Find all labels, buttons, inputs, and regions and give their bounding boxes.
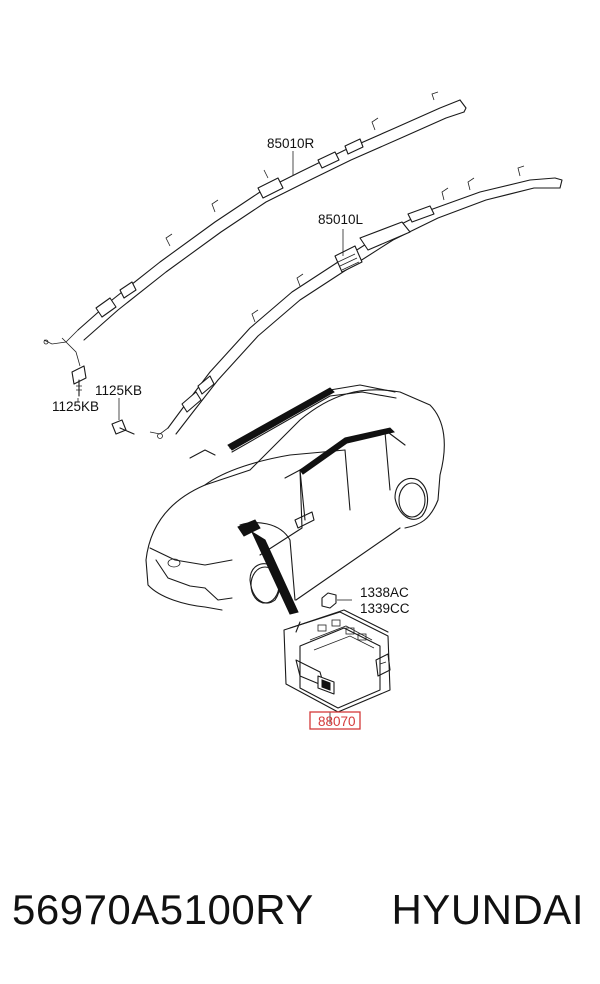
vehicle-outline (145, 384, 445, 611)
highlight-box (309, 711, 361, 730)
location-pointer (250, 530, 299, 615)
curtain-airbag-left (149, 165, 563, 439)
passenger-airbag-module (283, 609, 391, 724)
nut-fastener (321, 592, 352, 609)
leader-lines (77, 151, 344, 412)
callout-88070: 88070 (318, 714, 356, 729)
callout-85010r: 85010R (267, 136, 315, 151)
bolt-upper (71, 365, 87, 397)
parts-diagram: 85010R 85010L 1125KB 1125KB 1338AC 1339C… (43, 91, 563, 730)
callout-1125kb-a: 1125KB (95, 383, 142, 398)
part-number: 56970A5100RY (12, 886, 314, 933)
bolt-lower (111, 412, 135, 435)
callout-1125kb-b: 1125KB (52, 399, 99, 414)
brand-name: HYUNDAI (391, 886, 584, 933)
footer: 56970A5100RY HYUNDAI (0, 880, 600, 960)
callout-85010l: 85010L (318, 212, 364, 227)
callout-1338ac: 1338AC (360, 585, 409, 600)
callout-1339cc: 1339CC (360, 601, 410, 616)
curtain-airbag-right (43, 91, 467, 367)
